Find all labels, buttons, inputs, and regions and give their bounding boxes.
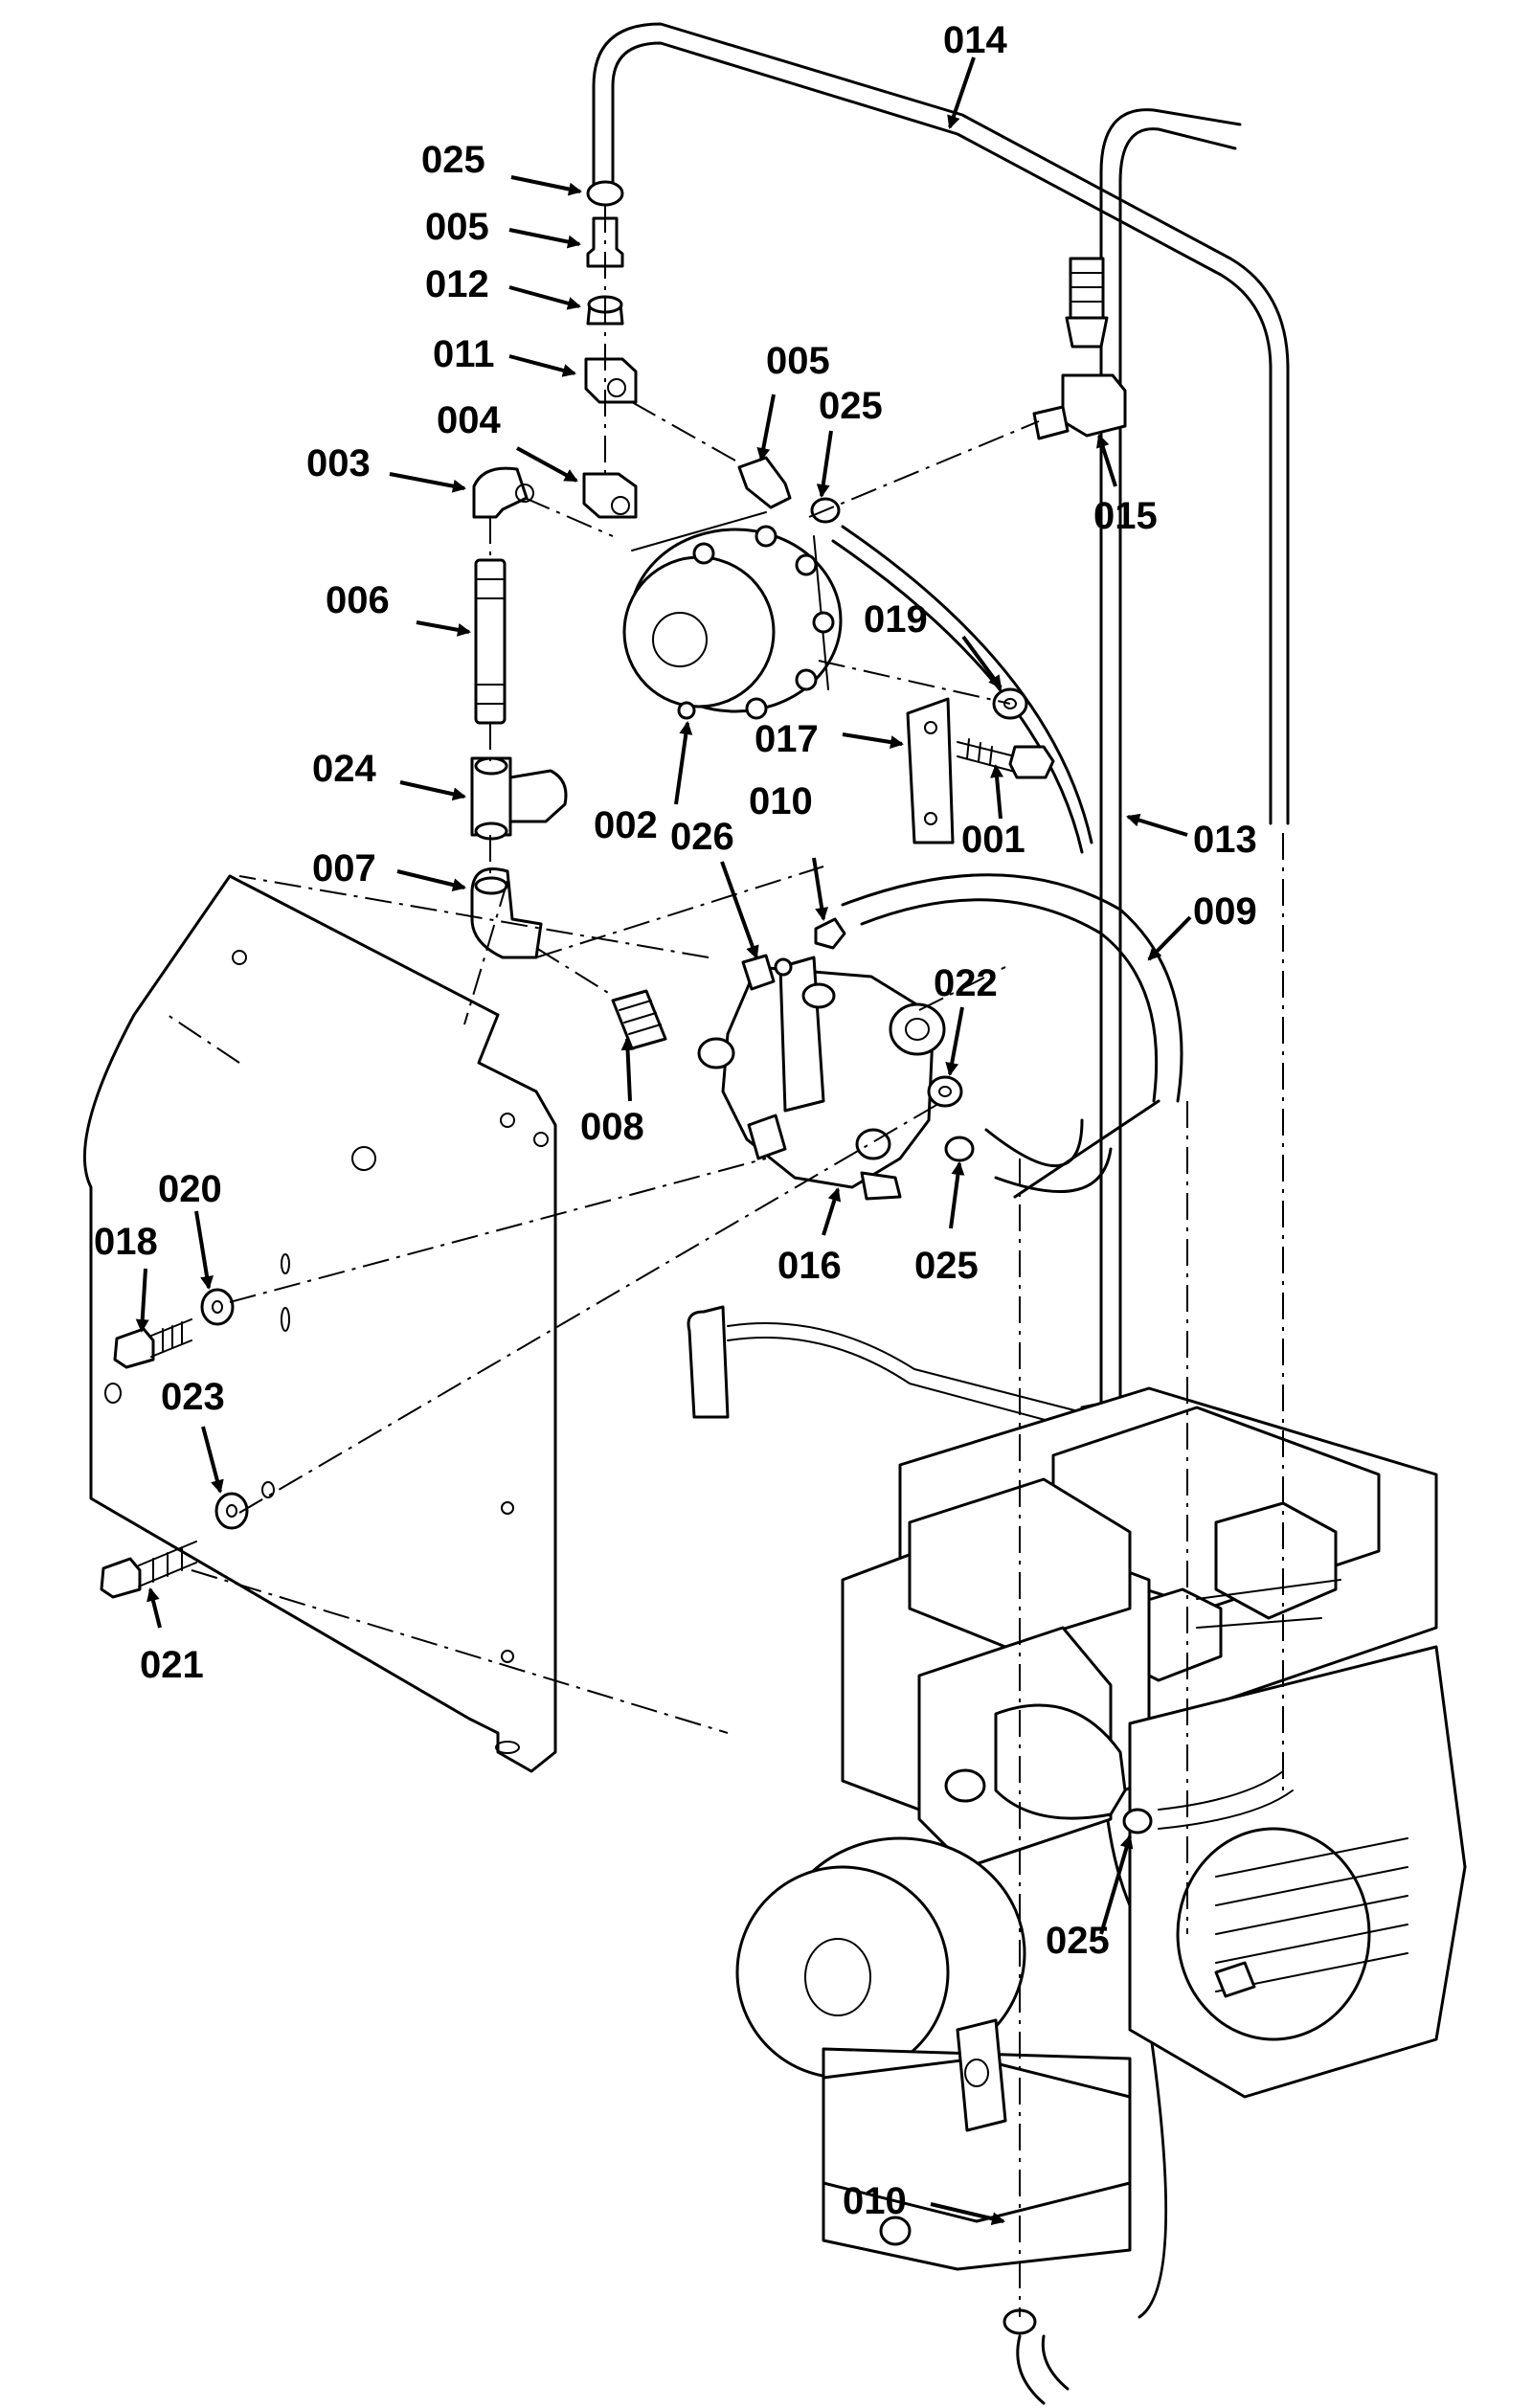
callout-012: 012 [425, 263, 489, 305]
callout-013: 013 [1193, 819, 1257, 861]
callout-014: 014 [943, 19, 1007, 61]
callout-024: 024 [312, 748, 376, 790]
clamp-010-top [814, 917, 846, 950]
nipple-006 [474, 558, 507, 725]
callout-021: 021 [140, 1644, 204, 1686]
callout-007: 007 [312, 847, 376, 889]
callout-020: 020 [158, 1168, 222, 1210]
clamp-025-engine [1122, 1808, 1153, 1834]
callout-025: 025 [819, 385, 883, 427]
clamp-025-top [586, 180, 624, 207]
engine-assembly [687, 1305, 1467, 2405]
callout-002: 002 [594, 804, 658, 846]
callout-016: 016 [777, 1245, 842, 1287]
vaporizer-016 [697, 956, 946, 1201]
callout-025: 025 [421, 139, 485, 181]
assembly-leader-lines [167, 206, 1284, 2317]
bracket-017 [906, 697, 955, 844]
callout-009: 009 [1193, 890, 1257, 933]
bolt-001 [957, 738, 1055, 779]
nut-022 [927, 1075, 963, 1108]
callout-arrows [135, 56, 1192, 2226]
clamp-025-lower [944, 1136, 975, 1162]
callout-010: 010 [843, 2180, 907, 2222]
hose-009 [841, 873, 1183, 1199]
hose-014 [592, 22, 1290, 825]
callout-001: 001 [961, 819, 1025, 861]
callout-015: 015 [1093, 495, 1158, 537]
callout-019: 019 [864, 598, 928, 641]
callout-017: 017 [755, 718, 819, 760]
callout-008: 008 [580, 1106, 644, 1148]
fitting-005-right [737, 456, 792, 509]
callout-003: 003 [306, 442, 371, 484]
tee-024 [470, 756, 568, 841]
mounting-bracket-panel [82, 874, 557, 1773]
callout-005: 005 [425, 206, 489, 248]
elbow-015 [1032, 257, 1127, 440]
washer-020 [200, 1288, 235, 1326]
tee-011 [584, 357, 638, 404]
callout-006: 006 [326, 579, 390, 621]
callout-018: 018 [94, 1221, 158, 1263]
block-004 [582, 472, 638, 519]
callout-025: 025 [1046, 1920, 1110, 1962]
nipple-008 [611, 989, 667, 1050]
callout-004: 004 [437, 399, 501, 441]
callout-labels: 014 025 005 012 011 004 003 006 024 007 … [94, 19, 1257, 2222]
bolt-021 [100, 1541, 197, 1599]
callout-026: 026 [670, 816, 734, 858]
washer-023 [214, 1492, 249, 1530]
elbow-003 [472, 466, 534, 519]
callout-010: 010 [749, 780, 813, 822]
callout-025: 025 [914, 1245, 979, 1287]
callout-005: 005 [766, 340, 830, 382]
callout-023: 023 [161, 1376, 225, 1418]
callout-022: 022 [934, 962, 998, 1004]
callout-011: 011 [433, 333, 495, 375]
regulator-002 [622, 511, 843, 720]
